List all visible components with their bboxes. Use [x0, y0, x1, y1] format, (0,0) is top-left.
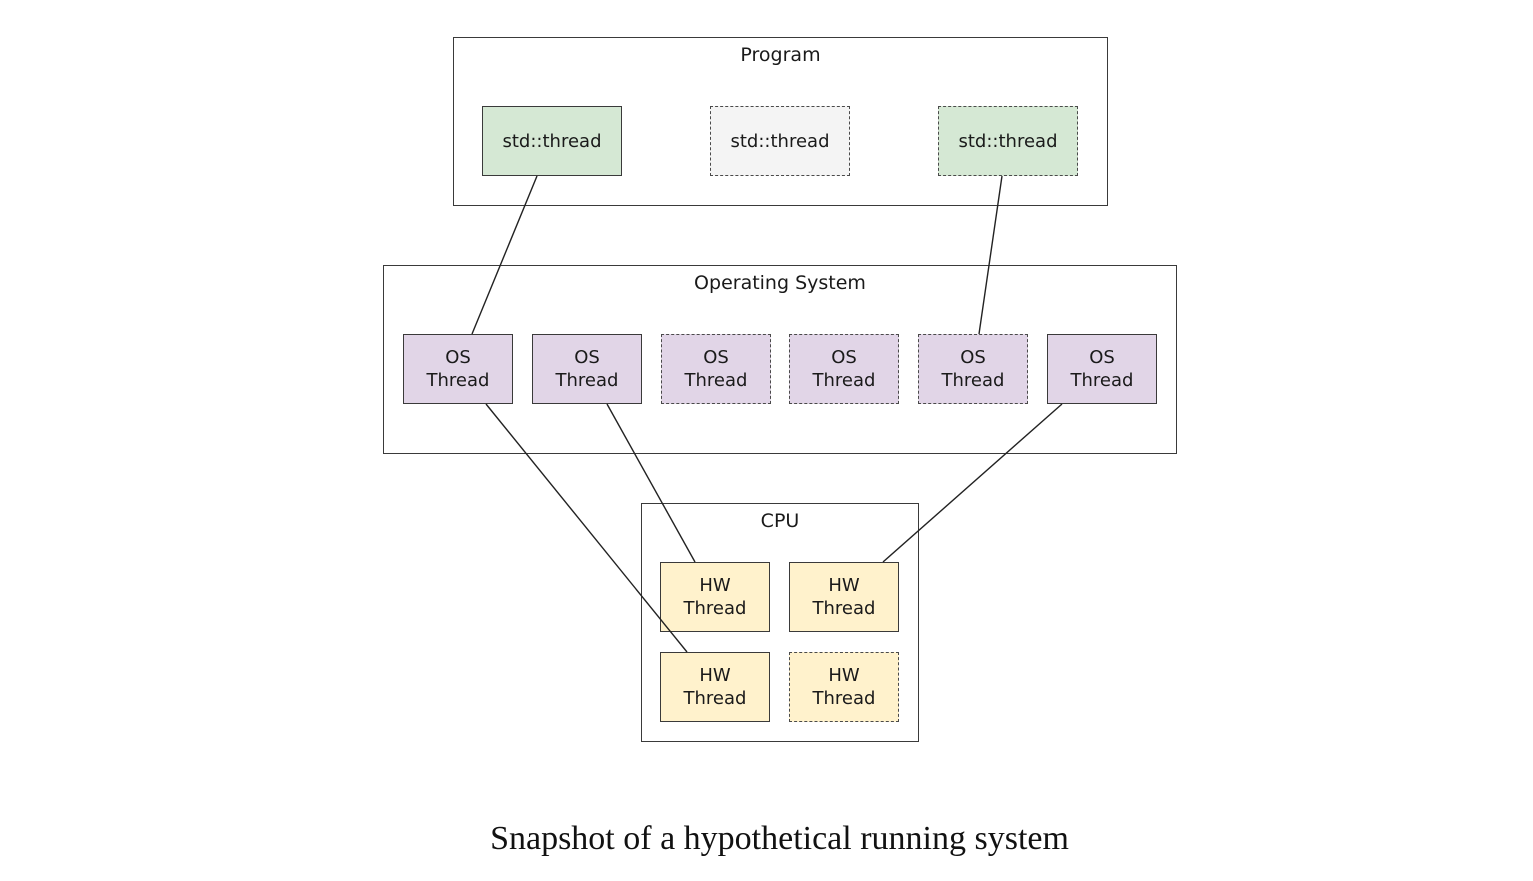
cpu-title: CPU	[760, 510, 800, 532]
hw-thread-3-line1: HW	[699, 665, 731, 686]
hw-thread-4-line2: Thread	[812, 688, 876, 709]
os-thread-1-line1: OS	[445, 347, 471, 368]
os-thread-3-line2: Thread	[684, 370, 748, 391]
program-title: Program	[740, 44, 821, 66]
hw-thread-4-line1: HW	[828, 665, 860, 686]
os-thread-3-line1: OS	[703, 347, 729, 368]
hw-thread-2-line1: HW	[828, 575, 860, 596]
os-thread-4-line2: Thread	[812, 370, 876, 391]
figure-caption: Snapshot of a hypothetical running syste…	[490, 820, 1069, 857]
os-thread-6-line1: OS	[1089, 347, 1115, 368]
std-thread-1: std::thread	[482, 106, 622, 176]
std-thread-3: std::thread	[938, 106, 1078, 176]
hw-thread-3-line2: Thread	[683, 688, 747, 709]
os-thread-1-line2: Thread	[426, 370, 490, 391]
os-thread-4-line1: OS	[831, 347, 857, 368]
os-title: Operating System	[694, 272, 866, 294]
hw-thread-1-line2: Thread	[683, 598, 747, 619]
os-thread-2-line1: OS	[574, 347, 600, 368]
hw-thread-2-line2: Thread	[812, 598, 876, 619]
os-thread-5-line2: Thread	[941, 370, 1005, 391]
hw-thread-1-line1: HW	[699, 575, 731, 596]
os-thread-2-line2: Thread	[555, 370, 619, 391]
os-thread-5-line1: OS	[960, 347, 986, 368]
std-thread-2: std::thread	[710, 106, 850, 176]
os-thread-6-line2: Thread	[1070, 370, 1134, 391]
